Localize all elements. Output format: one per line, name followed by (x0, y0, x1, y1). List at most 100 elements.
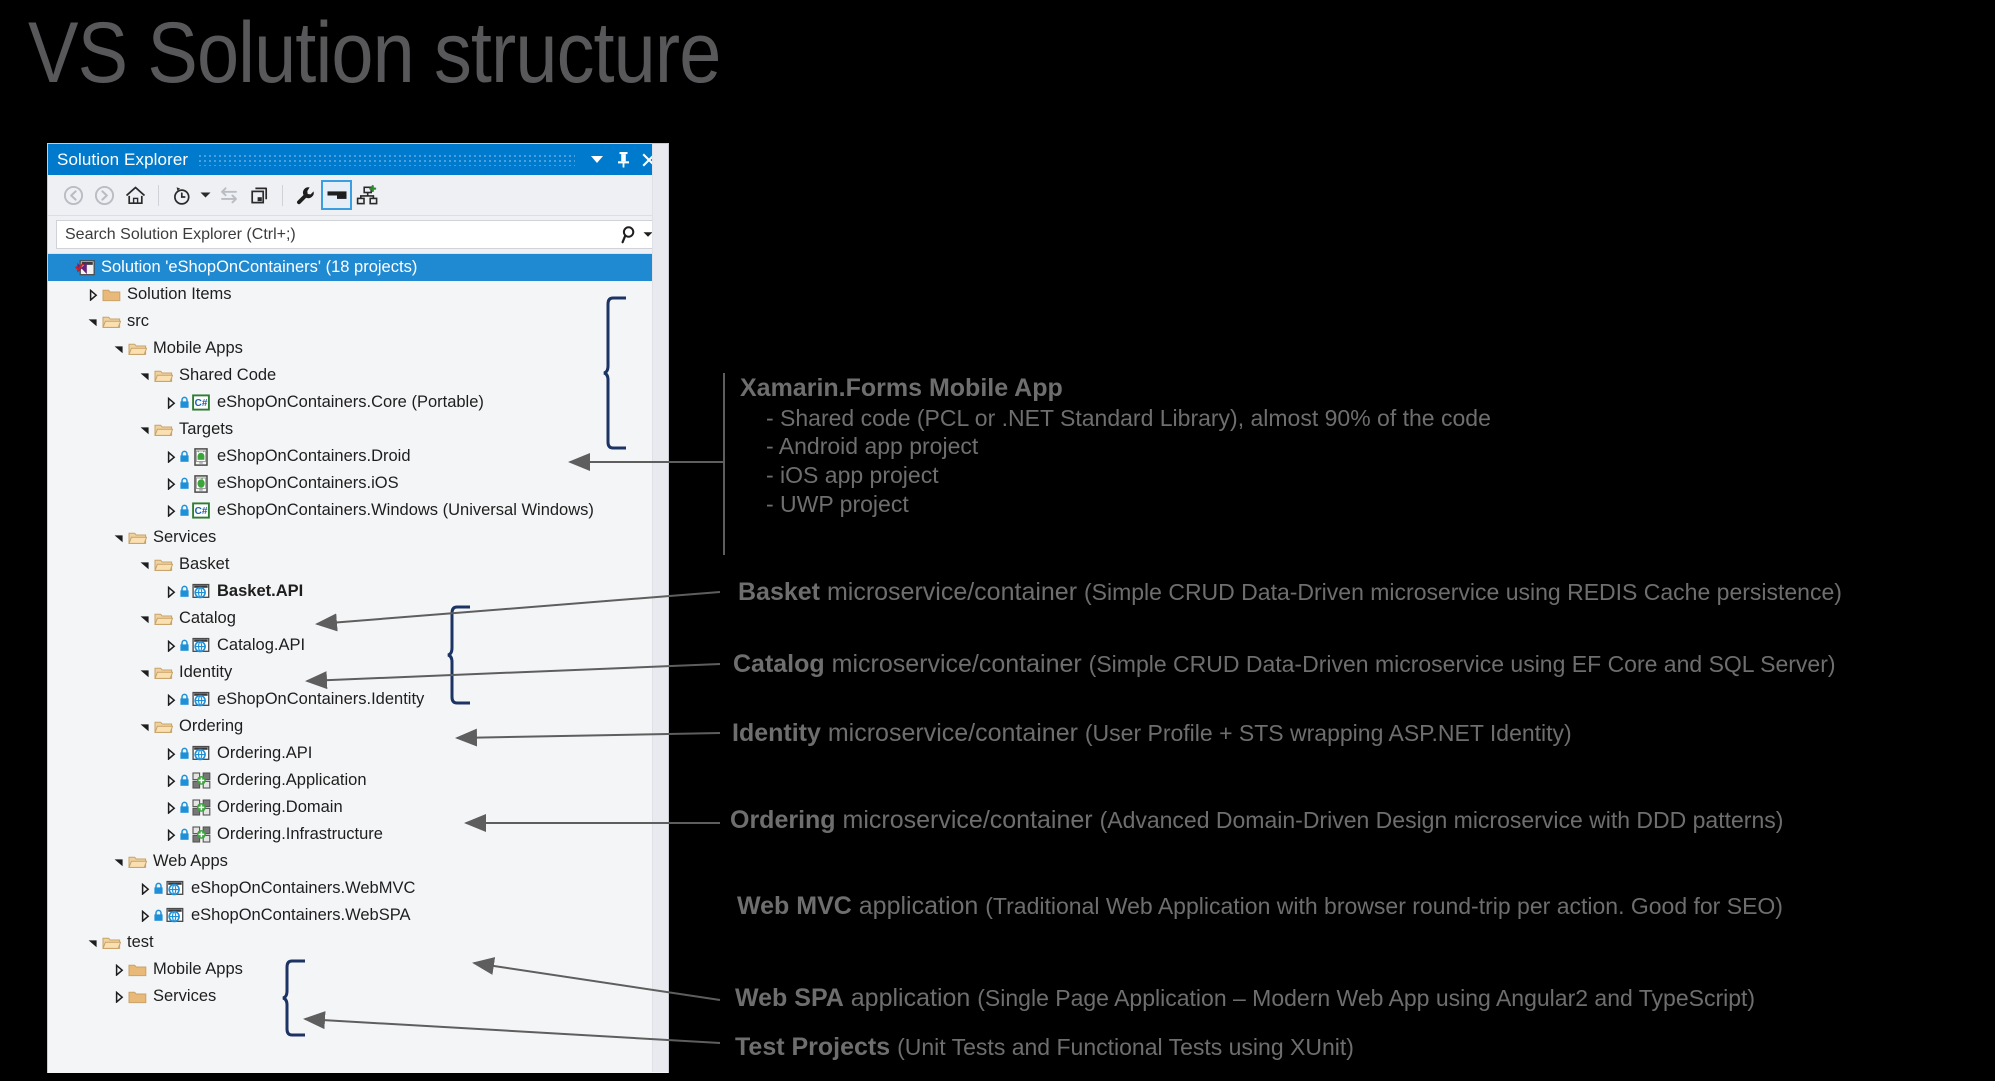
expander-right[interactable] (162, 396, 179, 409)
pin-button[interactable] (610, 147, 636, 173)
annotation-webmvc-rest: application (851, 892, 986, 920)
annotation-mobile-heading: Xamarin.Forms Mobile App (740, 374, 1063, 402)
tree-row-services[interactable]: Services (48, 524, 668, 551)
expander-right[interactable] (136, 882, 153, 895)
tree-row-label: Solution Items (127, 285, 232, 303)
folder-closed-icon (127, 962, 147, 978)
preview-selected-items-button[interactable] (321, 180, 352, 210)
annotation-ordering-rest: microservice/container (835, 806, 1100, 834)
tree-row-ordering-application[interactable]: Ordering.Application (48, 767, 668, 794)
expander-down[interactable] (136, 721, 153, 733)
folder-open-icon (153, 611, 173, 627)
expander-right[interactable] (136, 909, 153, 922)
folder-open-icon (101, 316, 121, 328)
tree-row-mobile-apps[interactable]: Mobile Apps (48, 335, 668, 362)
expander-right[interactable] (110, 990, 127, 1003)
tree-row-ordering-infrastructure[interactable]: Ordering.Infrastructure (48, 821, 668, 848)
web-project-icon (191, 583, 211, 600)
tree-row-solution-eshoponcontainers-18-projects[interactable]: Solution 'eShopOnContainers' (18 project… (48, 254, 668, 281)
tree-row-ordering[interactable]: Ordering (48, 713, 668, 740)
search-input[interactable] (65, 225, 621, 244)
annotation-mobile: Xamarin.Forms Mobile App - Shared code (… (740, 373, 1491, 519)
expander-right[interactable] (162, 828, 179, 841)
back-button[interactable] (58, 180, 89, 210)
tree-row-services[interactable]: Services (48, 983, 668, 1010)
properties-button[interactable] (290, 180, 321, 210)
web-project-icon (191, 691, 211, 708)
chevron-down-icon (200, 192, 210, 198)
tree-row-catalog[interactable]: Catalog (48, 605, 668, 632)
view-class-diagram-button[interactable] (352, 180, 383, 210)
web-project-icon (165, 880, 185, 897)
pending-changes-button[interactable] (166, 180, 197, 210)
tree-row-eshoponcontainers-webspa[interactable]: eShopOnContainers.WebSPA (48, 902, 668, 929)
visual-studio-solution-icon (75, 259, 95, 275)
search-icon-group[interactable] (621, 225, 653, 244)
ios-project-icon (191, 474, 211, 493)
solution-tree[interactable]: Solution 'eShopOnContainers' (18 project… (48, 253, 668, 1073)
tree-row-solution-items[interactable]: Solution Items (48, 281, 668, 308)
expander-down[interactable] (136, 370, 153, 382)
ios-project-icon (194, 474, 208, 493)
class-library-icon (191, 799, 210, 816)
tree-row-catalog-api[interactable]: Catalog.API (48, 632, 668, 659)
tree-row-mobile-apps[interactable]: Mobile Apps (48, 956, 668, 983)
lock-icon (180, 828, 189, 840)
expander-right[interactable] (162, 747, 179, 760)
tree-scrollbar[interactable] (652, 144, 668, 1072)
expander-right-icon (167, 747, 175, 760)
folder-open-icon (101, 937, 121, 949)
expander-down[interactable] (136, 613, 153, 625)
expander-right[interactable] (162, 450, 179, 463)
expander-right[interactable] (84, 288, 101, 301)
tree-row-ordering-domain[interactable]: Ordering.Domain (48, 794, 668, 821)
expander-right[interactable] (162, 477, 179, 490)
annotation-webspa: Web SPA application (Single Page Applica… (735, 984, 1755, 1013)
expander-down[interactable] (84, 316, 101, 328)
chevron-down-icon (591, 156, 603, 163)
expander-right[interactable] (162, 585, 179, 598)
lock-icon (180, 585, 189, 597)
refresh-button[interactable] (244, 180, 275, 210)
expander-down[interactable] (136, 559, 153, 571)
search-box[interactable] (56, 220, 660, 249)
window-dropdown-button[interactable] (584, 147, 610, 173)
tree-row-ordering-api[interactable]: Ordering.API (48, 740, 668, 767)
tree-row-eshoponcontainers-droid[interactable]: eShopOnContainers.Droid (48, 443, 668, 470)
tree-row-label: Mobile Apps (153, 339, 243, 357)
home-button[interactable] (120, 180, 151, 210)
tree-row-eshoponcontainers-windows-universal-windows[interactable]: C#eShopOnContainers.Windows (Universal W… (48, 497, 668, 524)
tree-row-basket[interactable]: Basket (48, 551, 668, 578)
refresh-windows-icon (251, 187, 268, 203)
expander-down[interactable] (84, 937, 101, 949)
tree-row-eshoponcontainers-ios[interactable]: eShopOnContainers.iOS (48, 470, 668, 497)
tree-row-eshoponcontainers-identity[interactable]: eShopOnContainers.Identity (48, 686, 668, 713)
expander-down[interactable] (110, 856, 127, 868)
tree-row-eshoponcontainers-core-portable[interactable]: C#eShopOnContainers.Core (Portable) (48, 389, 668, 416)
expander-down[interactable] (110, 343, 127, 355)
expander-down[interactable] (136, 424, 153, 436)
sync-with-active-document-button[interactable] (213, 180, 244, 210)
expander-right[interactable] (162, 801, 179, 814)
expander-right[interactable] (110, 963, 127, 976)
tree-row-shared-code[interactable]: Shared Code (48, 362, 668, 389)
tree-row-identity[interactable]: Identity (48, 659, 668, 686)
forward-button[interactable] (89, 180, 120, 210)
tree-row-eshoponcontainers-webmvc[interactable]: eShopOnContainers.WebMVC (48, 875, 668, 902)
expander-down[interactable] (110, 532, 127, 544)
tree-row-test[interactable]: test (48, 929, 668, 956)
pending-changes-dropdown[interactable] (197, 180, 213, 210)
tree-row-basket-api[interactable]: Basket.API (48, 578, 668, 605)
expander-right[interactable] (162, 639, 179, 652)
expander-right[interactable] (162, 693, 179, 706)
tree-row-targets[interactable]: Targets (48, 416, 668, 443)
folder-open-icon (153, 557, 173, 573)
tree-row-web-apps[interactable]: Web Apps (48, 848, 668, 875)
titlebar-drag-dots[interactable] (199, 155, 575, 166)
expander-down[interactable] (136, 667, 153, 679)
tree-row-label: Solution 'eShopOnContainers' (18 project… (101, 258, 418, 276)
expander-right[interactable] (162, 504, 179, 517)
expander-right[interactable] (162, 774, 179, 787)
tree-row-src[interactable]: src (48, 308, 668, 335)
tree-row-label: eShopOnContainers.Windows (Universal Win… (217, 501, 594, 519)
